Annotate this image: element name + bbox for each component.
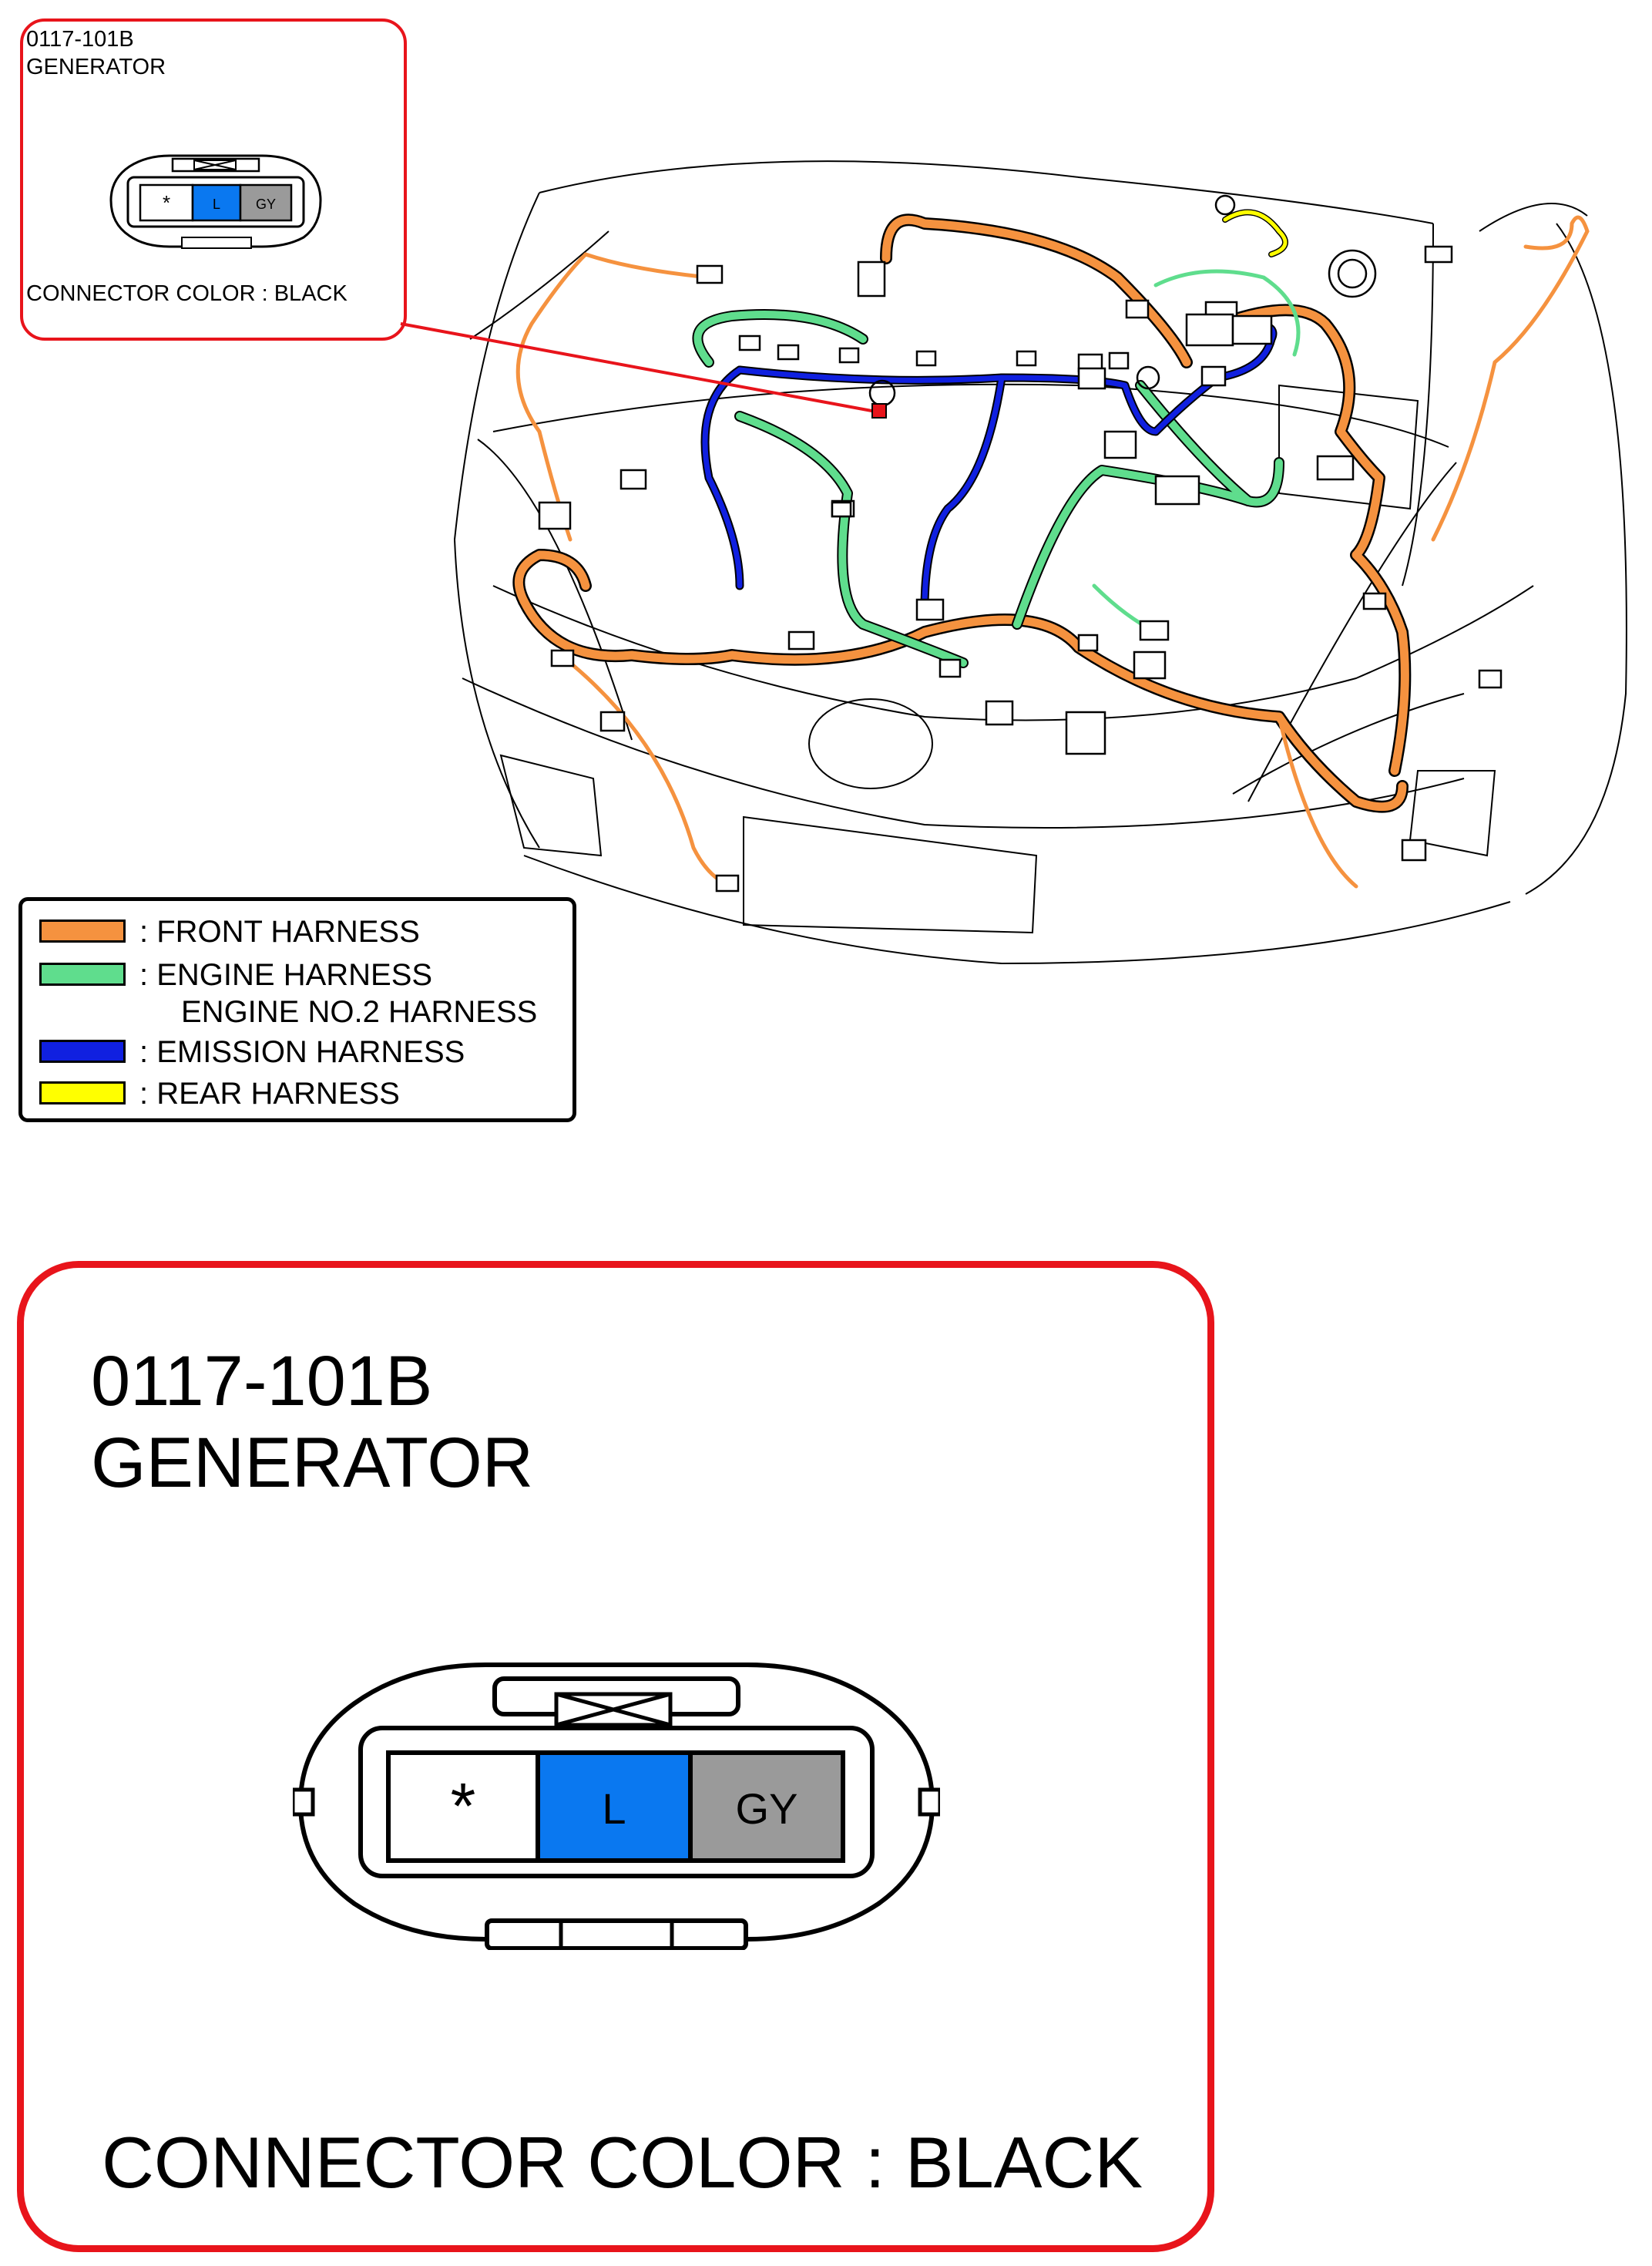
legend-label-emission: : EMISSION HARNESS: [139, 1035, 465, 1069]
legend-swatch-engine: [39, 963, 126, 986]
connector-pin-2: [536, 1750, 693, 1863]
legend-swatch-rear: [39, 1081, 126, 1104]
legend-label-rear: : REAR HARNESS: [139, 1077, 400, 1111]
connector-pin-1-label: *: [451, 1770, 476, 1842]
connector-blocks: [538, 245, 1503, 893]
engine-bay-harness-illustration: [400, 160, 1627, 965]
large-connector-code: 0117-101B: [91, 1342, 433, 1420]
generator-connector-marker: [871, 403, 887, 419]
large-connector-name: GENERATOR: [91, 1424, 534, 1502]
large-connector-diagram: * L GY: [293, 1663, 940, 1950]
connector-right-lug: [918, 1787, 940, 1817]
small-connector-code: 0117-101B: [26, 27, 134, 52]
legend-label-engine: : ENGINE HARNESS: [139, 958, 433, 992]
callout-leader-line: [400, 322, 881, 414]
small-pin-3: [239, 183, 293, 222]
engine-harness-path: [693, 311, 1283, 667]
small-pin-3-label: GY: [256, 197, 276, 212]
connector-bottom-tab: [485, 1918, 748, 1950]
connector-pin-2-label: L: [602, 1784, 626, 1833]
legend-label-engine-no2: ENGINE NO.2 HARNESS: [181, 995, 538, 1029]
rear-harness-path: [1223, 210, 1288, 257]
small-connector-color: CONNECTOR COLOR : BLACK: [26, 281, 348, 306]
front-harness-path: [514, 215, 1409, 812]
legend-label-front: : FRONT HARNESS: [139, 915, 420, 949]
harness-legend: : FRONT HARNESS : ENGINE HARNESS ENGINE …: [18, 897, 576, 1122]
legend-swatch-front: [39, 920, 126, 943]
connector-pin-3-label: GY: [736, 1784, 798, 1833]
legend-swatch-emission: [39, 1040, 126, 1063]
large-connector-callout: [17, 1261, 1214, 2252]
small-pin-2-label: L: [213, 197, 220, 212]
connector-pin-3: [688, 1750, 845, 1863]
small-connector-callout: [20, 18, 407, 341]
connector-left-lug: [293, 1787, 315, 1817]
emission-harness-path: [702, 321, 1276, 612]
connector-pin-1: [386, 1750, 540, 1863]
small-connector-diagram: * L GY: [109, 154, 322, 249]
small-connector-name: GENERATOR: [26, 55, 166, 79]
small-pin-1-label: *: [163, 191, 170, 214]
large-connector-color: CONNECTOR COLOR : BLACK: [102, 2122, 1143, 2203]
